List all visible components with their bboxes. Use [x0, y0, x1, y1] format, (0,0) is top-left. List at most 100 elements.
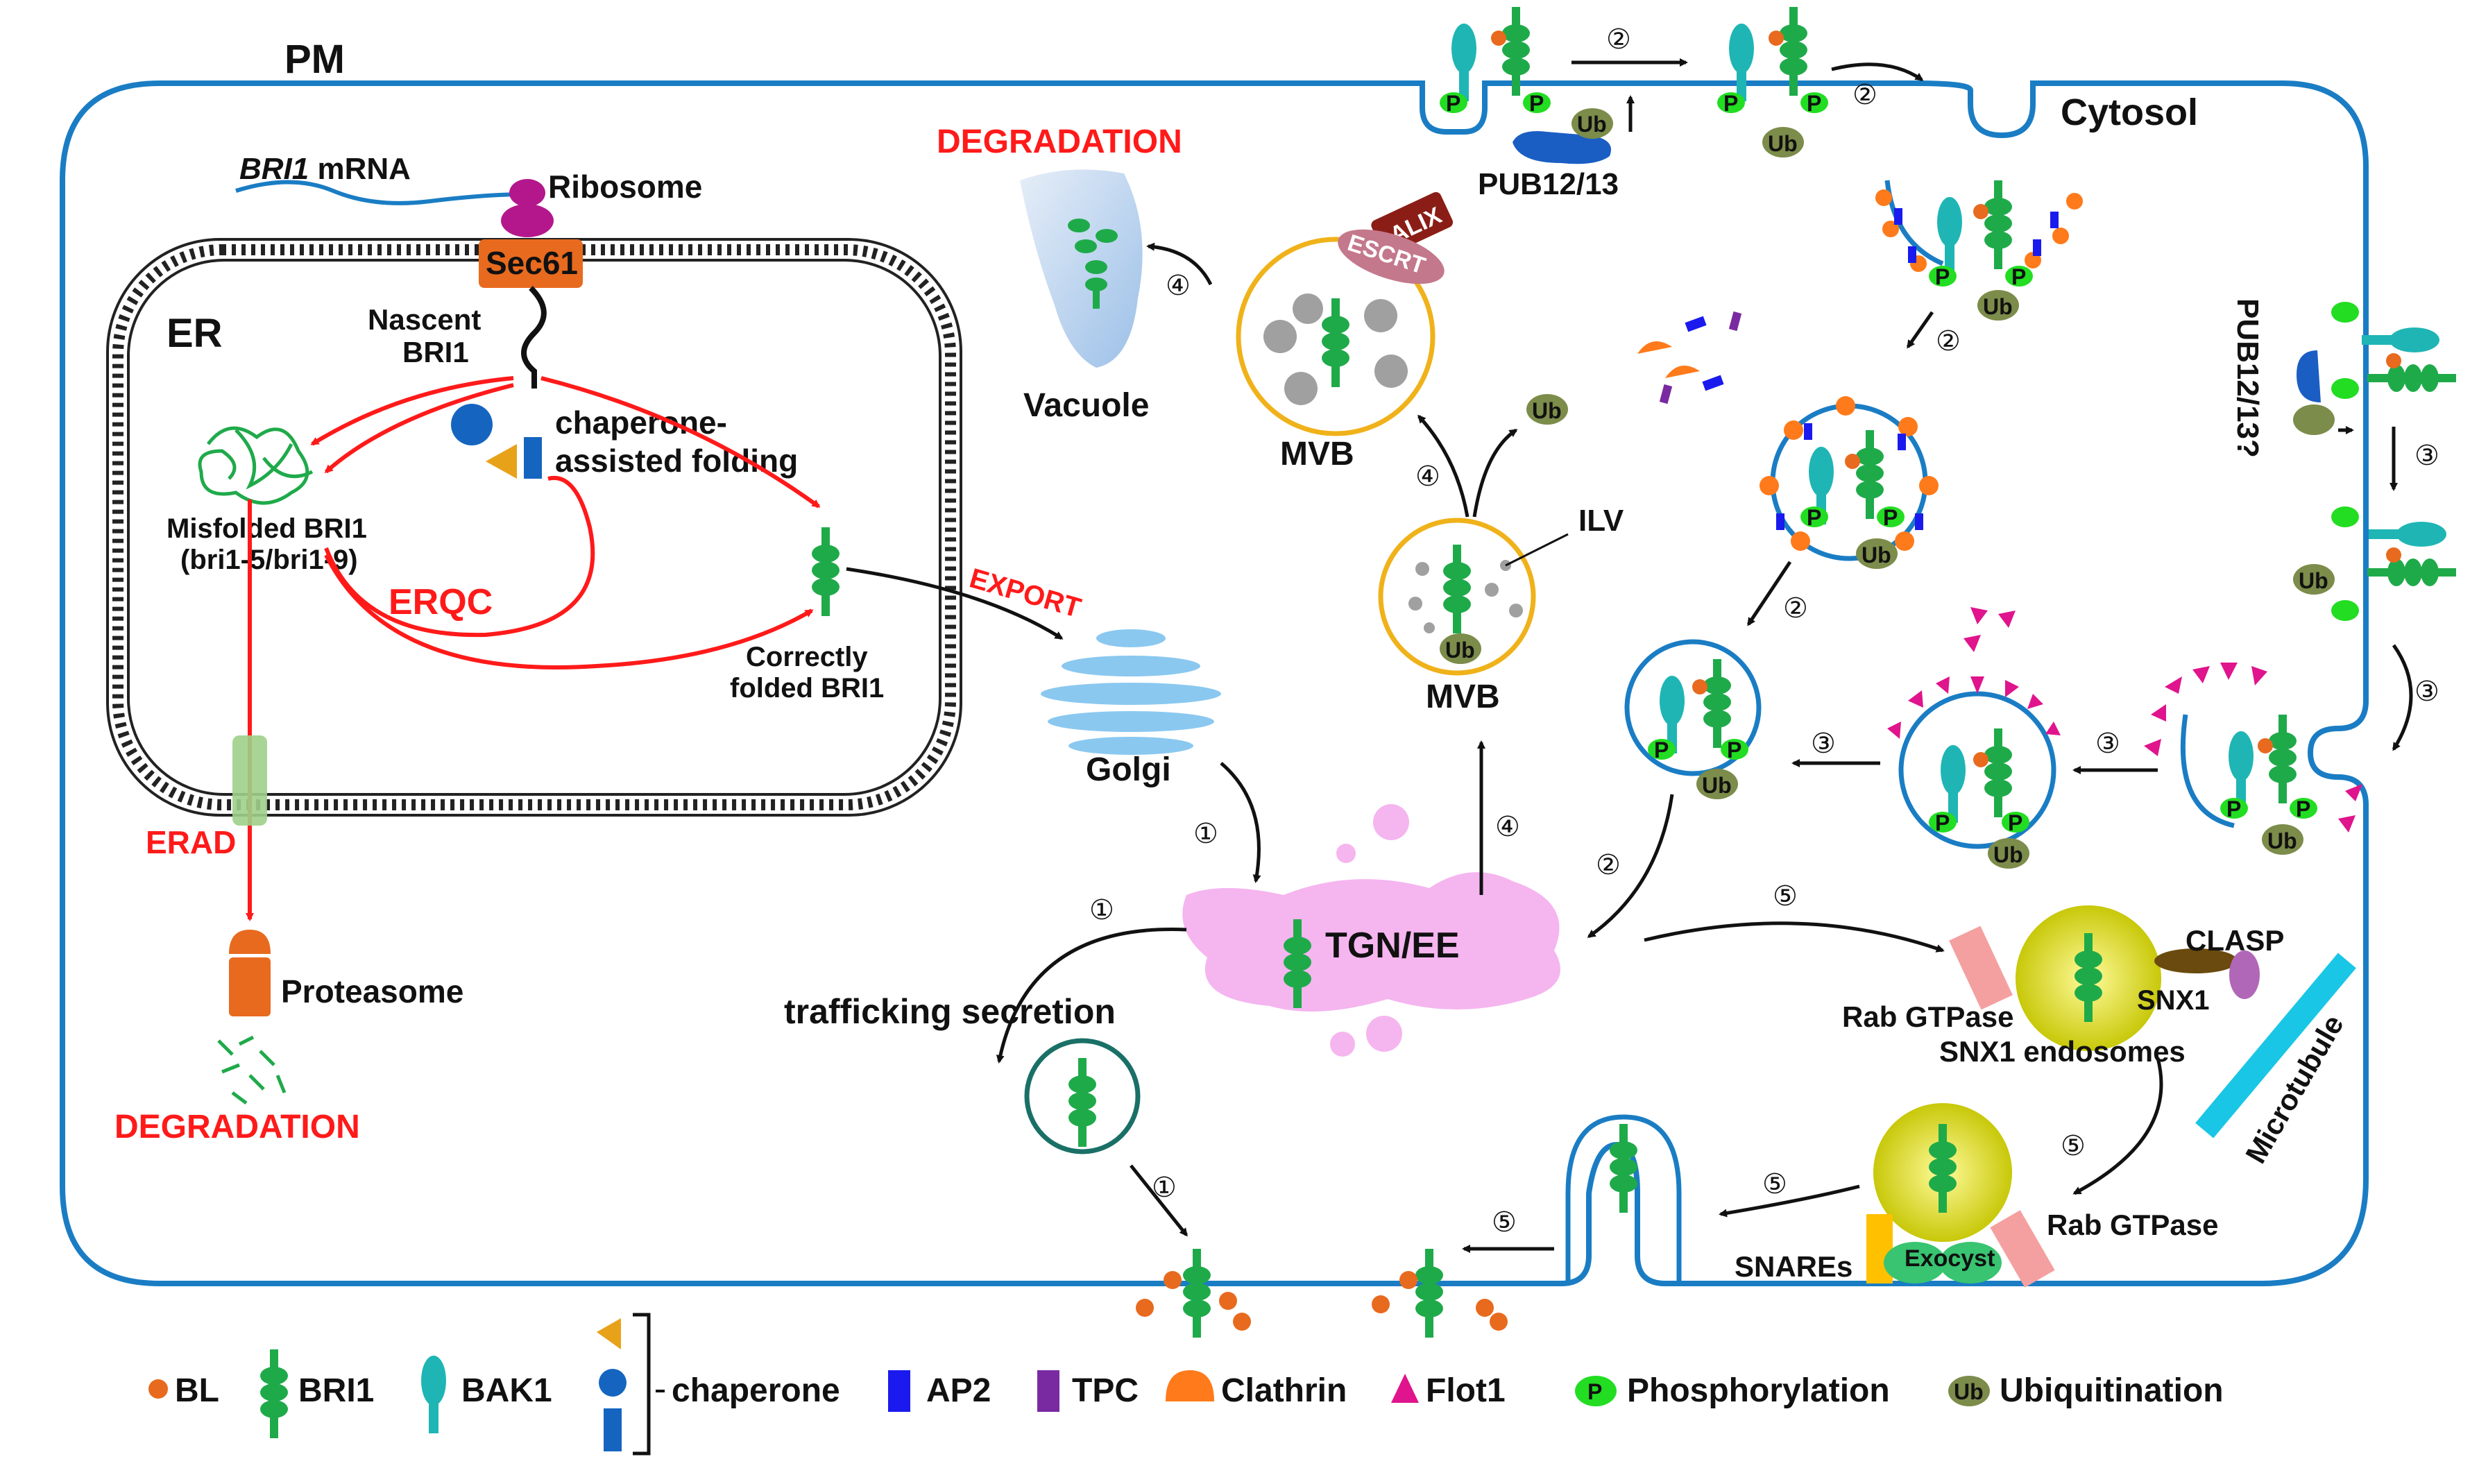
step-5-exocyst: ⑤ [1762, 1169, 1787, 1200]
cytosol-label: Cytosol [2061, 92, 2198, 133]
mrna-strand [235, 180, 528, 205]
arrow-to-correct [540, 376, 821, 509]
mrna-suffix: mRNA [309, 152, 411, 186]
export-arrow [846, 567, 1064, 640]
arrow-to-misfolded-2 [324, 383, 514, 474]
pub-top-label: PUB12/13 [1478, 167, 1619, 201]
p-label-1b: P [1529, 91, 1544, 116]
export-label: EXPORT [966, 563, 1084, 624]
legend-ub-mark: Ub [1954, 1379, 1984, 1404]
trafficking-label: trafficking secretion [784, 992, 1116, 1031]
legend-flot1-icon [1391, 1374, 1419, 1403]
chaperone-circle-icon [451, 404, 493, 445]
step-1-secretion: ① [1089, 895, 1114, 926]
fusion-pit [1565, 1114, 1682, 1283]
legend-bl: BL [175, 1372, 219, 1409]
ub-release-arrow [1472, 428, 1518, 518]
legend-ub-icon [1948, 1376, 1990, 1406]
legend: BL BRI1 BAK1 chaperone AP2 TPC Clathrin … [148, 1313, 2224, 1456]
mvb-to-mvb-arrow [1417, 414, 1469, 518]
snx1-endo-label: SNX1 endosomes [1939, 1035, 2186, 1068]
tgn-to-secretory-arrow [996, 928, 1187, 1064]
legend-chaperone-bracket [633, 1313, 651, 1456]
legend-chaperone-bar-icon [604, 1408, 622, 1451]
arrow-to-misfolded-1 [310, 376, 514, 446]
p-label-4a: P [1807, 505, 1821, 530]
mvb-mid-bri1 [1443, 545, 1471, 633]
ub-label-6: Ub [2267, 828, 2297, 853]
step-5-snx1: ⑤ [2061, 1131, 2086, 1161]
mvb-top-bri1 [1322, 298, 1349, 387]
step-1-golgi: ① [1193, 819, 1218, 849]
step2-arrow-pit [1831, 62, 1924, 82]
exocyst-label: Exocyst [1905, 1245, 1995, 1272]
p-label-6b: P [2296, 796, 2310, 821]
sec61-label: Sec61 [486, 245, 578, 281]
legend-tpc: TPC [1072, 1372, 1139, 1409]
secretory-vesicle-bri1 [1068, 1058, 1096, 1147]
step-2-pit: ② [1852, 80, 1877, 110]
pm-complex-side-1 [2293, 302, 2456, 435]
pub1213-e3-ligase [1513, 108, 1613, 164]
mrna-label: BRI1 mRNA [239, 152, 411, 186]
clathrin-coat-pit [1875, 180, 2083, 272]
pm-complex-2 [1717, 7, 1828, 157]
p-label-1a: P [1446, 91, 1460, 116]
side-ub-label: Ub [2299, 568, 2328, 593]
rab1-label: Rab GTPase [1842, 1000, 2013, 1033]
step-3-side1: ③ [2414, 441, 2439, 471]
legend-bak1-icon [421, 1356, 446, 1433]
erad-label: ERAD [146, 824, 236, 860]
legend-p-mark: P [1587, 1379, 1602, 1404]
pit-complex [1929, 180, 2033, 321]
step-2-top: ② [1606, 24, 1631, 55]
step-3-side2: ③ [2414, 676, 2439, 707]
degradation-top-label: DEGRADATION [937, 123, 1182, 160]
proteasome-label: Proteasome [281, 973, 463, 1009]
rab2-label: Rab GTPase [2047, 1209, 2218, 1241]
legend-phosphorylation: Phosphorylation [1627, 1372, 1890, 1409]
step-4-mvb: ④ [1415, 461, 1440, 492]
golgi-to-tgn-arrow [1220, 762, 1261, 883]
legend-bl-icon [148, 1379, 168, 1399]
mvb-mid-compartment [1378, 518, 1536, 676]
step-2-tgn: ② [1596, 850, 1621, 880]
mvb-mid-label: MVB [1426, 679, 1500, 715]
correct-label-2: folded BRI1 [730, 673, 884, 703]
nascent-label-1: Nascent [368, 303, 481, 336]
p-label-3a: P [1935, 264, 1950, 289]
vacuole-label: Vacuole [1023, 387, 1149, 424]
chaperone-triangle-icon [486, 444, 517, 479]
snx1-endosome [1949, 905, 2356, 1138]
mvb-top-label: MVB [1280, 436, 1354, 472]
step2-arrow-down1 [1906, 311, 1934, 349]
legend-clathrin: Clathrin [1221, 1372, 1347, 1409]
pm-complex-side-2 [2293, 506, 2456, 621]
proteasome-icon [229, 930, 271, 1016]
step-2-down2: ② [1783, 593, 1808, 624]
flotillin-vesicle [1887, 607, 2061, 869]
ub-label-2: Ub [1768, 131, 1798, 156]
erad-channel [232, 735, 267, 826]
legend-ap2-icon [888, 1370, 910, 1412]
clathrin-coated-vesicle [1760, 396, 1939, 569]
p-label-4b: P [1883, 505, 1898, 530]
tgn-ee-compartment [1182, 804, 1560, 1057]
misfolded-label-1: Misfolded BRI1 [167, 513, 367, 544]
legend-ubiquitination: Ubiquitination [2000, 1372, 2224, 1409]
pub-ub-label: Ub [1577, 112, 1607, 137]
mvb-to-vacuole-arrow [1146, 242, 1213, 286]
secretory-vesicle [1024, 1038, 1141, 1154]
legend-chaperone-circle-icon [599, 1369, 627, 1397]
vacuole-bri1-fragments [1068, 219, 1118, 309]
golgi-label: Golgi [1086, 751, 1171, 788]
misfolded-bri1-icon [198, 426, 314, 505]
sec61-channel [479, 239, 583, 288]
legend-tpc-icon [1037, 1370, 1059, 1412]
erqc-cycle-loop [324, 475, 595, 638]
pm-complex-1 [1440, 7, 1551, 113]
snares-label: SNAREs [1735, 1250, 1852, 1283]
ub-label-5: Ub [1702, 773, 1732, 798]
chaperone-bar-icon [524, 437, 542, 479]
